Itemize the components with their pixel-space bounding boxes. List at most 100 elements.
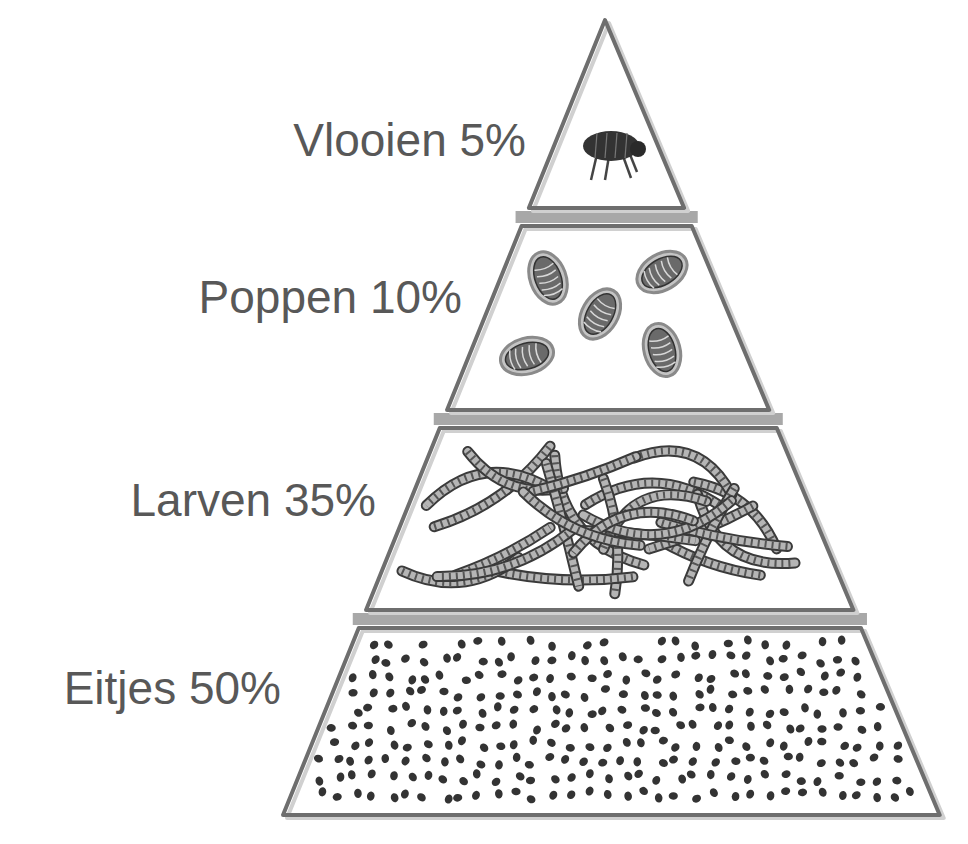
egg (422, 739, 434, 750)
egg (893, 754, 904, 763)
larva-outline (437, 530, 573, 577)
egg (856, 778, 866, 787)
pupa-stripe (596, 299, 614, 311)
pupa-stripe (521, 347, 528, 367)
egg (710, 756, 722, 768)
egg (839, 708, 848, 718)
egg (833, 723, 842, 731)
pupa (522, 246, 574, 309)
egg (528, 703, 540, 714)
egg (452, 705, 463, 715)
larva-segments (523, 492, 640, 545)
egg (671, 635, 681, 646)
egg (765, 737, 776, 749)
egg (621, 737, 632, 749)
egg (509, 739, 519, 750)
egg (622, 675, 630, 685)
egg (472, 769, 481, 779)
egg (347, 770, 356, 781)
egg (587, 710, 597, 719)
egg (380, 658, 391, 668)
egg (835, 772, 844, 780)
egg (815, 758, 827, 769)
egg (905, 786, 916, 797)
egg (815, 657, 827, 669)
egg (347, 721, 358, 730)
egg (349, 740, 361, 752)
egg (797, 788, 807, 797)
pupa-shell (571, 282, 629, 347)
egg (723, 703, 735, 715)
egg (560, 723, 572, 735)
pupa-shell (630, 243, 695, 301)
larva (523, 492, 640, 545)
egg (524, 760, 535, 770)
egg (819, 670, 830, 682)
egg (848, 757, 860, 768)
egg (640, 668, 651, 679)
egg (758, 755, 770, 767)
egg (851, 742, 863, 753)
egg (687, 756, 699, 768)
egg (452, 793, 462, 802)
egg (785, 723, 796, 735)
egg (406, 717, 418, 729)
egg (598, 637, 610, 648)
egg (493, 656, 504, 668)
pyramid-band: Larven 35% (0, 420, 968, 618)
egg (490, 776, 502, 788)
egg (584, 742, 595, 752)
egg (566, 772, 578, 784)
egg (508, 704, 520, 716)
egg (795, 752, 804, 763)
egg (439, 706, 448, 716)
larva-segments (634, 451, 732, 495)
egg (493, 702, 502, 712)
egg (813, 709, 821, 718)
egg (712, 720, 724, 732)
egg (382, 639, 394, 650)
pupa-shell (522, 246, 574, 309)
flea-segment (595, 133, 597, 158)
egg (581, 640, 593, 651)
egg (332, 792, 343, 801)
larva (533, 457, 636, 492)
egg (633, 655, 643, 663)
larva-segments (437, 530, 573, 577)
egg (633, 757, 641, 766)
egg (892, 776, 902, 785)
egg (399, 788, 410, 800)
egg (368, 687, 379, 699)
egg (831, 684, 843, 696)
pupa-stripe (660, 261, 672, 279)
egg (819, 637, 827, 646)
egg (876, 741, 884, 751)
egg (434, 670, 444, 681)
band-outline (0, 620, 968, 823)
egg (781, 639, 791, 650)
egg (490, 720, 502, 731)
larvae-illustration (402, 446, 795, 593)
egg (694, 688, 706, 700)
egg (531, 686, 542, 698)
egg (368, 639, 380, 651)
egg (817, 787, 828, 798)
egg (766, 791, 775, 801)
egg (472, 636, 483, 646)
egg (580, 692, 590, 703)
egg (692, 741, 701, 751)
egg (740, 650, 752, 662)
egg (333, 753, 345, 764)
egg (525, 776, 535, 785)
flea-segment (615, 133, 617, 158)
egg (441, 757, 449, 767)
pupa-stripe (654, 264, 666, 282)
egg (729, 668, 741, 679)
egg (604, 773, 614, 784)
pupa-body (644, 325, 681, 374)
egg (456, 735, 467, 747)
larva-body (523, 492, 640, 545)
egg (656, 654, 668, 665)
egg (385, 687, 397, 699)
egg (511, 787, 521, 796)
